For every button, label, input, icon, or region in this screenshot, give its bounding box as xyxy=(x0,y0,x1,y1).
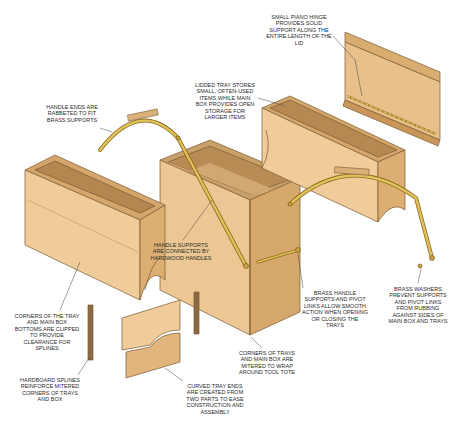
hardboard-splines xyxy=(88,292,199,360)
callout-label: HANDLE SUPPORTS ARE CONNECTED BY HARDWOO… xyxy=(150,242,212,261)
callout-label: BRASS HANDLE SUPPORTS AND PIVOT LINKS AL… xyxy=(302,290,368,329)
callout-label: CORNERS OF TRAYS AND MAIN BOX ARE MITERE… xyxy=(236,350,298,376)
callout-label: LIDDED TRAY STORES SMALL, OFTEN-USED ITE… xyxy=(194,82,256,121)
pivot-washers xyxy=(176,136,435,269)
leader-lines xyxy=(60,36,421,381)
brass-handles xyxy=(100,109,432,266)
left-tray xyxy=(25,155,165,300)
curved-tray-ends xyxy=(122,300,180,378)
callout-label: CURVED TRAY ENDS ARE CREATED FROM TWO PA… xyxy=(182,383,248,415)
callout-label: HANDLE ENDS ARE RABBETED TO FIT BRASS SU… xyxy=(44,104,100,123)
callout-label: CORNERS OF THE TRAY AND MAIN BOX BOTTOMS… xyxy=(14,313,80,352)
right-tray xyxy=(262,96,405,222)
callout-label: SMALL PIANO HINGE PROVIDES SOLID SUPPORT… xyxy=(266,14,332,46)
callout-label: BRASS WASHERS PREVENT SUPPORTS AND PIVOT… xyxy=(386,286,450,325)
callout-label: HARDBOARD SPLINES REINFORCE MITERED CORN… xyxy=(20,377,80,403)
